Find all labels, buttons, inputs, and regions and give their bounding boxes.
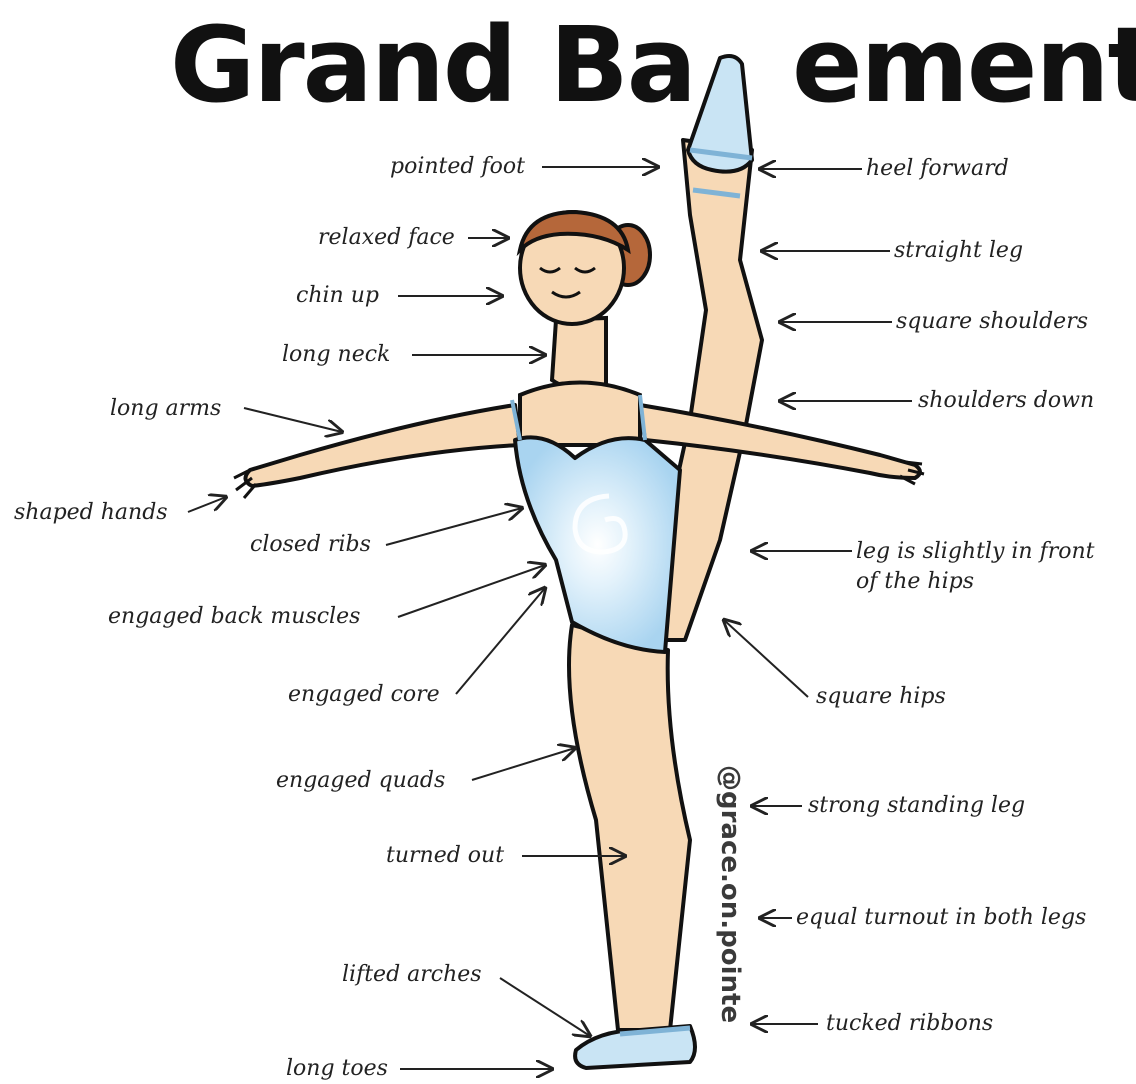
label-tucked-ribbons: tucked ribbons [826,1011,993,1037]
neck [552,318,606,390]
chest [520,383,640,446]
label-long-neck: long neck [282,342,390,368]
label-square-hips: square hips [816,684,946,710]
label-engaged-core: engaged core [288,682,440,708]
watermark: @grace.on.pointe [715,765,745,1023]
label-square-shoulders: square shoulders [896,309,1088,335]
label-lifted-arches: lifted arches [342,962,482,988]
label-relaxed-face: relaxed face [318,225,455,251]
page-title: Grand Ba ement [0,0,1136,140]
leotard [515,437,680,652]
label-engaged-back-muscles: engaged back muscles [108,604,360,630]
label-straight-leg: straight leg [894,238,1023,264]
label-pointed-foot: pointed foot [390,154,525,180]
label-turned-out: turned out [386,843,504,869]
label-strong-standing-leg: strong standing leg [808,793,1025,819]
label-shoulders-down: shoulders down [918,388,1094,414]
label-leg-in-front: leg is slightly in front of the hips [856,537,1096,597]
label-heel-forward: heel forward [866,156,1009,182]
standing-leg [569,625,690,1030]
label-long-toes: long toes [286,1056,388,1082]
label-shaped-hands: shaped hands [14,500,168,526]
label-closed-ribs: closed ribs [250,532,371,558]
left-arm [245,405,520,486]
title-part-2: ement [792,4,1136,126]
label-chin-up: chin up [296,283,379,309]
title-part-1: Grand Ba [170,4,695,126]
label-engaged-quads: engaged quads [276,768,445,794]
label-equal-turnout: equal turnout in both legs [796,905,1086,931]
label-long-arms: long arms [110,396,221,422]
